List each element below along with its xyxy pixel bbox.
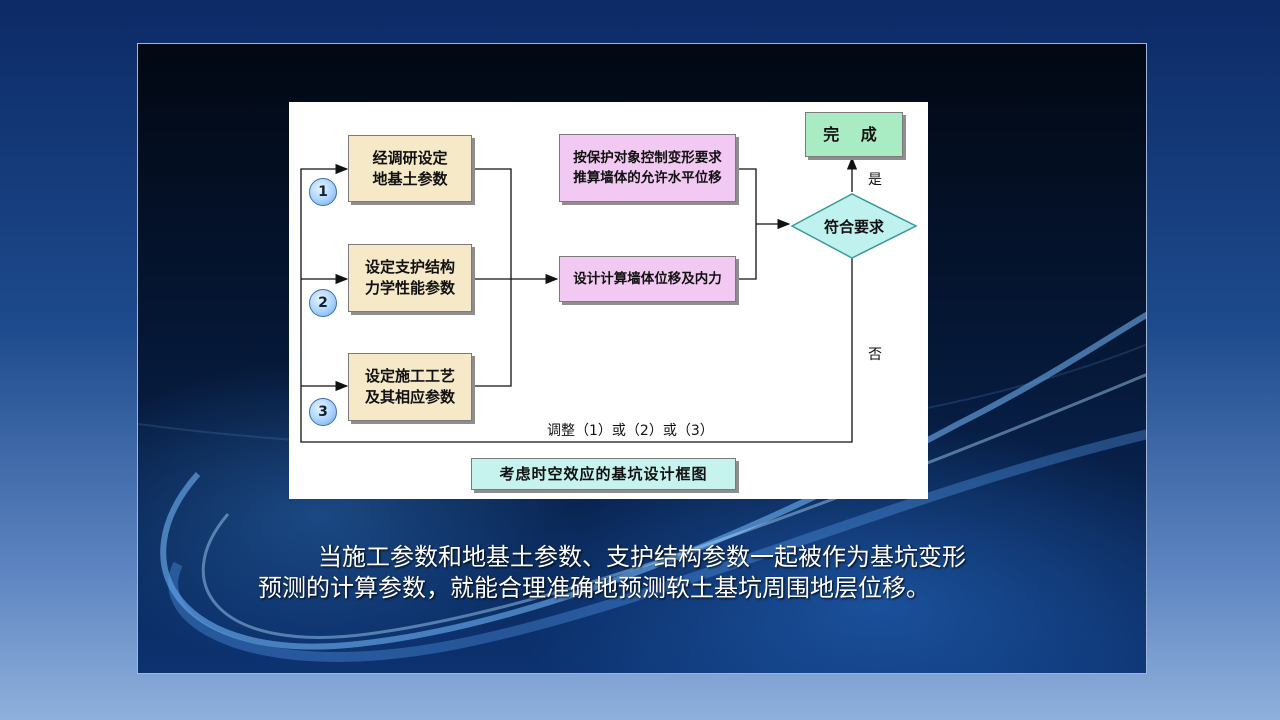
diagram-title: 考虑时空效应的基坑设计框图	[471, 458, 736, 490]
slide-caption: 当施工参数和地基土参数、支护结构参数一起被作为基坑变形 预测的计算参数，就能合理…	[258, 542, 1118, 604]
box-complete: 完 成	[805, 112, 903, 157]
no-label: 否	[868, 347, 882, 363]
decision-diamond	[790, 193, 918, 259]
step-number-1: 1	[309, 178, 337, 206]
box-construction-process-params: 设定施工工艺 及其相应参数	[348, 353, 472, 421]
caption-line-1: 当施工参数和地基土参数、支护结构参数一起被作为基坑变形	[318, 543, 966, 571]
caption-line-2: 预测的计算参数，就能合理准确地预测软土基坑周围地层位移。	[258, 574, 930, 602]
step-number-3: 3	[309, 398, 337, 426]
box-allowable-displacement: 按保护对象控制变形要求 推算墙体的允许水平位移	[559, 134, 736, 202]
box-calc-displacement: 设计计算墙体位移及内力	[559, 256, 736, 302]
step-number-2: 2	[309, 289, 337, 317]
box-survey-soil-params: 经调研设定 地基土参数	[348, 135, 472, 202]
flowchart-panel: 经调研设定 地基土参数 设定支护结构 力学性能参数 设定施工工艺 及其相应参数 …	[289, 102, 928, 499]
box-support-structure-params: 设定支护结构 力学性能参数	[348, 244, 472, 312]
flowchart-connectors	[300, 156, 918, 443]
yes-label: 是	[868, 172, 882, 188]
decision-meets-requirements: 符合要求	[823, 217, 884, 236]
adjust-label: 调整（1）或（2）或（3）	[547, 423, 714, 439]
